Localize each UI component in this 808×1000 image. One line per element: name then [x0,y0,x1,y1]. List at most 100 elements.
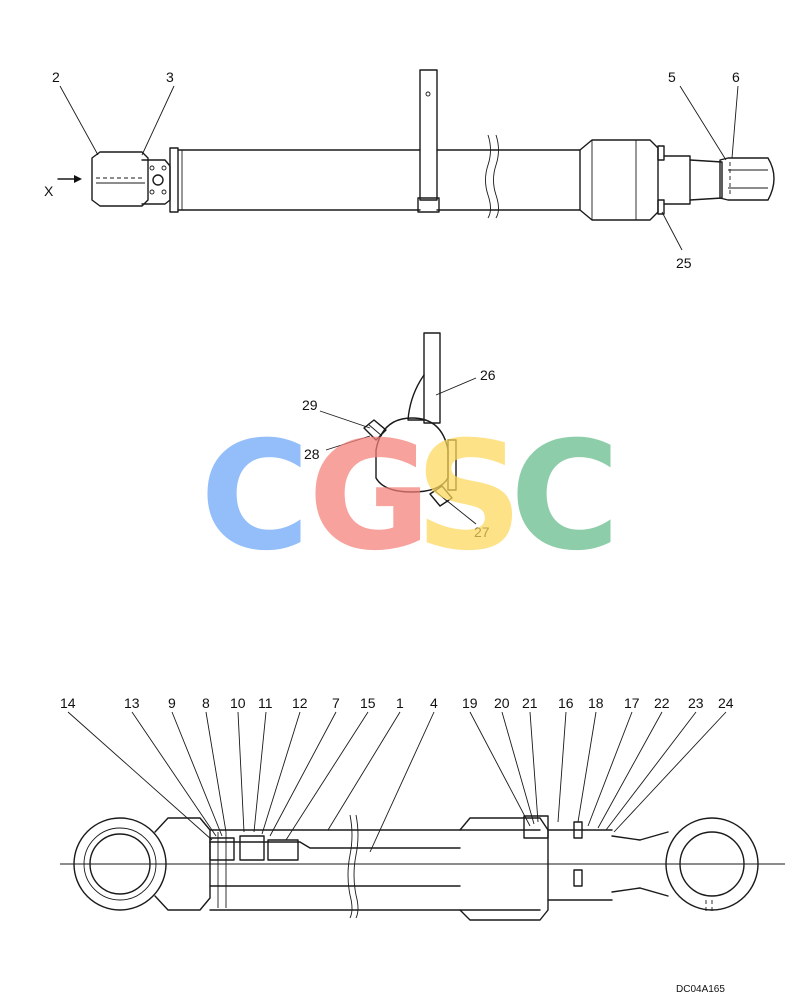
clevis-pin-hole [152,174,164,186]
callout-23: 23 [688,695,704,711]
callout-4: 4 [430,695,438,711]
cylinder-barrel [177,149,421,211]
watermark-letter-s: S [415,410,523,584]
callout-28: 28 [304,446,320,462]
callout-6: 6 [732,69,740,85]
rod-eye-end [719,157,775,201]
callout-17: 17 [624,695,640,711]
bottom-eye-bore [89,833,151,895]
bracket-gusset [407,374,425,421]
callout-2: 2 [52,69,60,85]
leader-24 [613,711,727,833]
callout-27: 27 [474,524,490,540]
piston [209,837,235,861]
mounting-plate [419,69,438,201]
head-bolt [657,145,665,161]
leader-7 [269,711,337,837]
leader-16 [557,711,567,823]
bolt-27 [429,485,453,507]
callout-5: 5 [668,69,676,85]
callout-8: 8 [202,695,210,711]
piston-ring [239,835,265,861]
end-flange [169,147,179,213]
head-bolt [573,869,583,887]
callout-19: 19 [462,695,478,711]
leader-13 [131,711,217,837]
leader-25 [661,211,683,251]
cylinder-section-view: 14 13 9 8 10 11 12 7 15 1 4 19 20 21 16 … [60,695,785,921]
piston-nut [267,839,299,861]
grease-fitting [363,419,387,441]
callout-25: 25 [676,255,692,271]
callout-24: 24 [718,695,734,711]
plate-hole [425,91,431,97]
rod-eye-neck [639,831,669,897]
rod-gland [663,155,691,205]
callout-22: 22 [654,695,670,711]
side-plate [447,439,457,491]
leader-21 [529,711,539,823]
fitting-line [367,423,383,437]
leader-14 [67,711,213,841]
leader-8 [205,711,227,833]
view-arrow-head [74,175,82,183]
callout-12: 12 [292,695,308,711]
callout-10: 10 [230,695,246,711]
leader-27 [445,499,477,525]
leader-20 [501,711,535,825]
bolt-hole [161,189,167,195]
rod-end-clevis [91,151,149,207]
watermark-letter-g: G [308,410,431,584]
bolt-hole [149,165,155,171]
section-break [353,814,359,919]
callout-14: 14 [60,695,76,711]
break-mark [493,134,499,219]
bottom-head [459,817,549,921]
callout-16: 16 [558,695,574,711]
leader-15 [285,711,369,841]
callout-13: 13 [124,695,140,711]
watermark-letter-c: C [200,410,310,584]
drawing-code: DC04A165 [676,984,725,995]
bolt-line [433,489,449,503]
leader-12 [261,711,301,835]
bolt-hole [149,189,155,195]
callout-15: 15 [360,695,376,711]
leader-5 [679,85,727,161]
piston-rod-upper [209,841,461,849]
leader-10 [237,711,245,833]
leader-6 [731,85,739,159]
bolt-hole [161,165,167,171]
callout-1: 1 [396,695,404,711]
section-break [347,814,353,919]
callout-21: 21 [522,695,538,711]
watermark-letter-c2: C [510,410,620,584]
leader-17 [587,711,633,827]
bottom-eye-outer [73,817,167,911]
watermark-logo: C G S C [200,410,620,584]
bottom-eye-bush [83,827,157,901]
callout-11: 11 [258,695,273,711]
leader-11 [253,711,267,833]
callout-3: 3 [166,69,174,85]
callout-9: 9 [168,695,176,711]
leader-19 [469,711,531,827]
view-label-x: X [44,183,54,199]
rod-bearing [547,829,613,901]
callout-7: 7 [332,695,340,711]
leader-9 [171,711,223,837]
callout-26: 26 [480,367,496,383]
gland-nut [523,815,549,839]
tube [209,829,541,911]
view-x-detail: 26 29 28 27 [302,332,496,540]
piston-rod [689,159,723,201]
leader-18 [577,711,597,823]
rod-taper [611,835,641,893]
plate-foot [417,197,440,213]
rod-eye-bore [679,831,745,897]
callout-29: 29 [302,397,318,413]
leader-23 [605,711,697,831]
leader-2 [59,85,99,156]
